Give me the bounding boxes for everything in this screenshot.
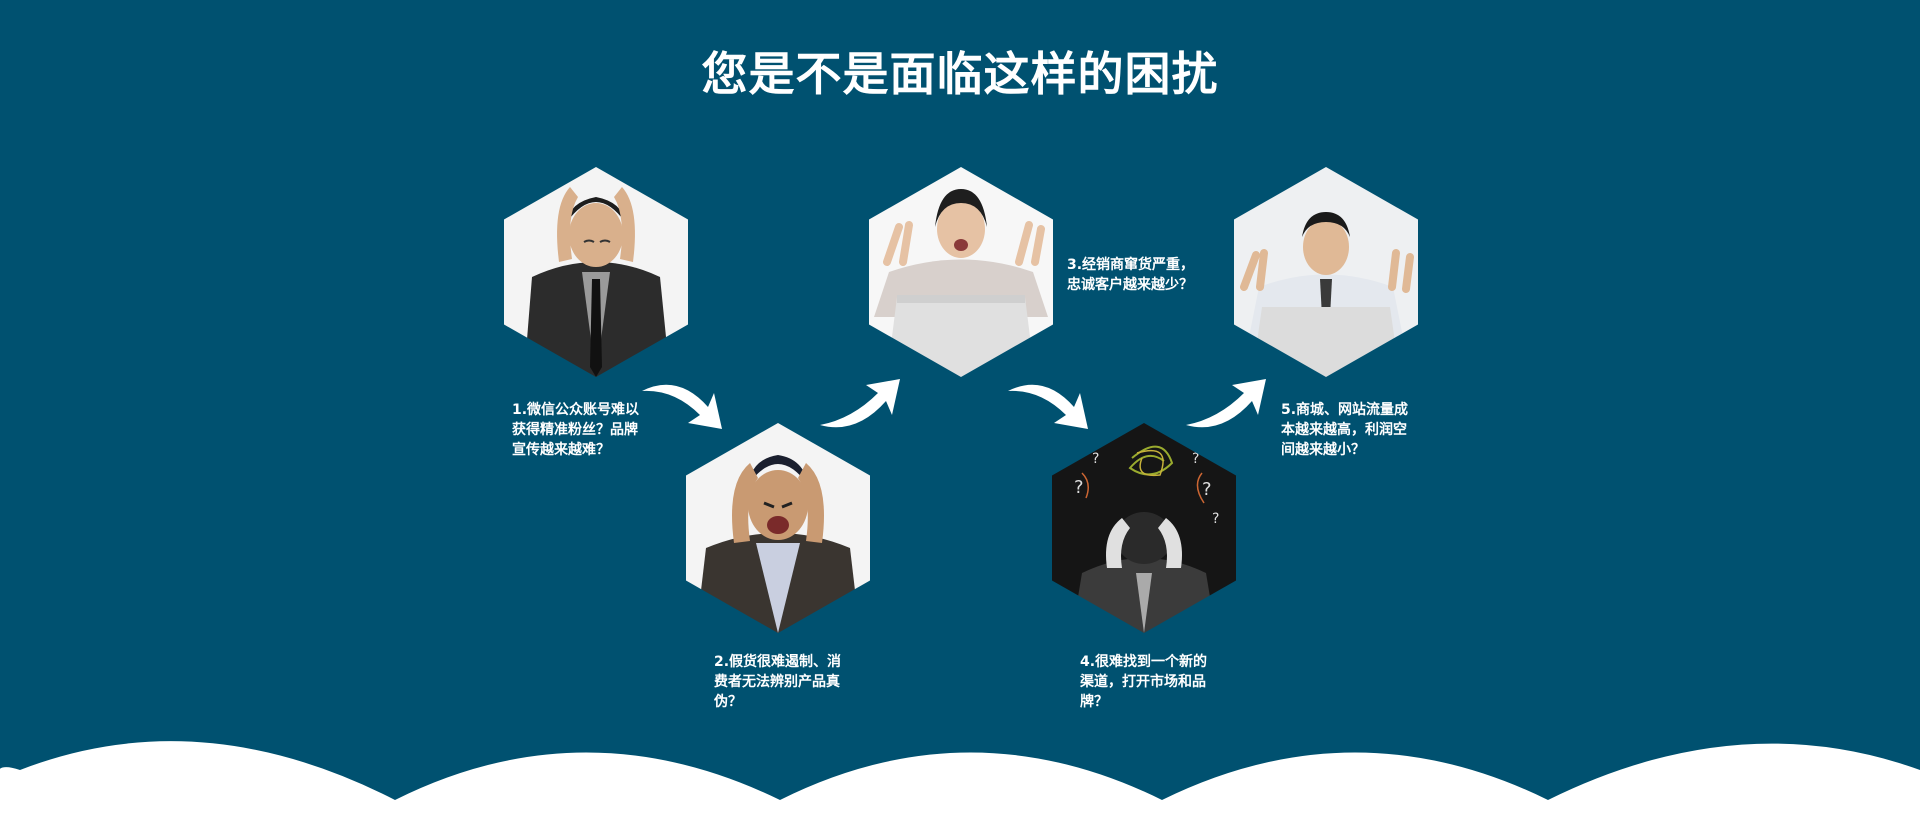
- svg-text:?: ?: [1092, 451, 1099, 467]
- issue-1-photo: [504, 167, 688, 377]
- svg-text:?: ?: [1074, 477, 1084, 498]
- curved-arrow-down-icon: [1008, 384, 1088, 429]
- issue-1-caption: 1.微信公众账号难以获得精准粉丝？品牌宣传越来越难？: [512, 402, 640, 458]
- page-title: 您是不是面临这样的困扰: [701, 47, 1219, 101]
- issue-2-photo: [686, 423, 870, 633]
- svg-text:?: ?: [1192, 451, 1199, 467]
- cloud-border: [0, 741, 1920, 825]
- issue-3-caption: 3.经销商窜货严重，忠诚客户越来越少？: [1067, 257, 1195, 293]
- issue-2-caption: 2.假货很难遏制、消费者无法辨别产品真伪？: [714, 654, 842, 710]
- curved-arrow-up-icon: [1186, 379, 1266, 428]
- svg-text:?: ?: [1202, 479, 1212, 500]
- curved-arrow-up-icon: [820, 379, 900, 428]
- curved-arrow-down-icon: [642, 384, 722, 429]
- issue-4-caption: 4.很难找到一个新的渠道，打开市场和品牌？: [1080, 654, 1208, 710]
- svg-text:?: ?: [1212, 511, 1219, 527]
- issue-5-caption: 5.商城、网站流量成本越来越高，利润空间越来越小？: [1281, 402, 1409, 458]
